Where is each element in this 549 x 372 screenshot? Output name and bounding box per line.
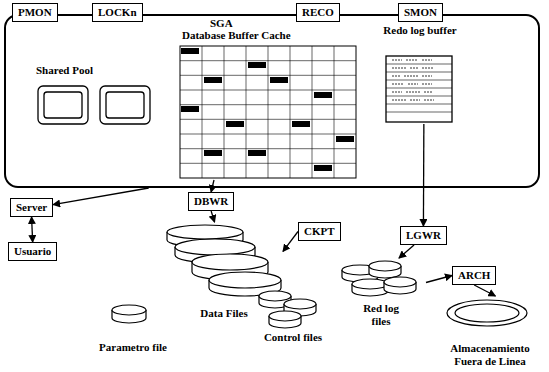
parameter-file: Parametro file [78,300,188,354]
node-label: Database Buffer Cache [182,29,291,42]
connector [423,124,425,226]
node-label: Almacenamiento Fuera de Linea [436,342,544,368]
buffer-cache: Database Buffer Cache [178,29,358,180]
connector [283,232,298,252]
node-label: PMON [18,6,52,19]
connector [474,285,495,296]
node-label: Red log files [353,302,409,328]
node-label: LOCKn [98,6,137,19]
user-box: Usuario [8,242,57,261]
connector [211,211,214,222]
node-label: DBWR [194,195,228,208]
process-box: LOCKn [92,3,143,22]
connector [53,188,149,205]
process-box: ARCH [452,266,496,285]
connector [211,180,214,192]
node-label: RECO [302,6,334,19]
node-label: SGA [210,17,233,30]
process-box: SMON [398,3,443,22]
sga-region: SGADatabase Buffer CacheShared Pool Redo … [4,14,540,188]
node-label: SMON [404,6,437,19]
process-box: LGWR [400,226,447,245]
process-box: RECO [296,3,340,22]
connector [399,245,414,258]
control-files: Control files [255,284,331,344]
connector [32,217,33,242]
process-box: DBWR [188,192,234,211]
node-label: ARCH [458,269,490,282]
process-box: CKPT [298,222,341,241]
node-label: CKPT [304,225,335,238]
process-box: PMON [12,3,58,22]
node-label: Control files [264,331,322,344]
redo-log-buffer: Redo log buffer [381,24,458,124]
offline-storage: Almacenamiento Fuera de Linea [436,296,544,368]
data-files: Data Files [165,222,283,320]
node-label: Parametro file [99,341,167,354]
connector [426,276,452,283]
node-label: Server [16,201,47,214]
redo-log-files: Red log files [336,258,426,328]
node-label: Usuario [14,245,51,258]
node-label: Data Files [200,307,247,320]
node-label: Redo log buffer [383,24,456,37]
shared-pool: Shared Pool [28,64,168,132]
node-label: LGWR [406,229,441,242]
process-box: Server [10,198,53,217]
node-label: Shared Pool [36,64,93,77]
